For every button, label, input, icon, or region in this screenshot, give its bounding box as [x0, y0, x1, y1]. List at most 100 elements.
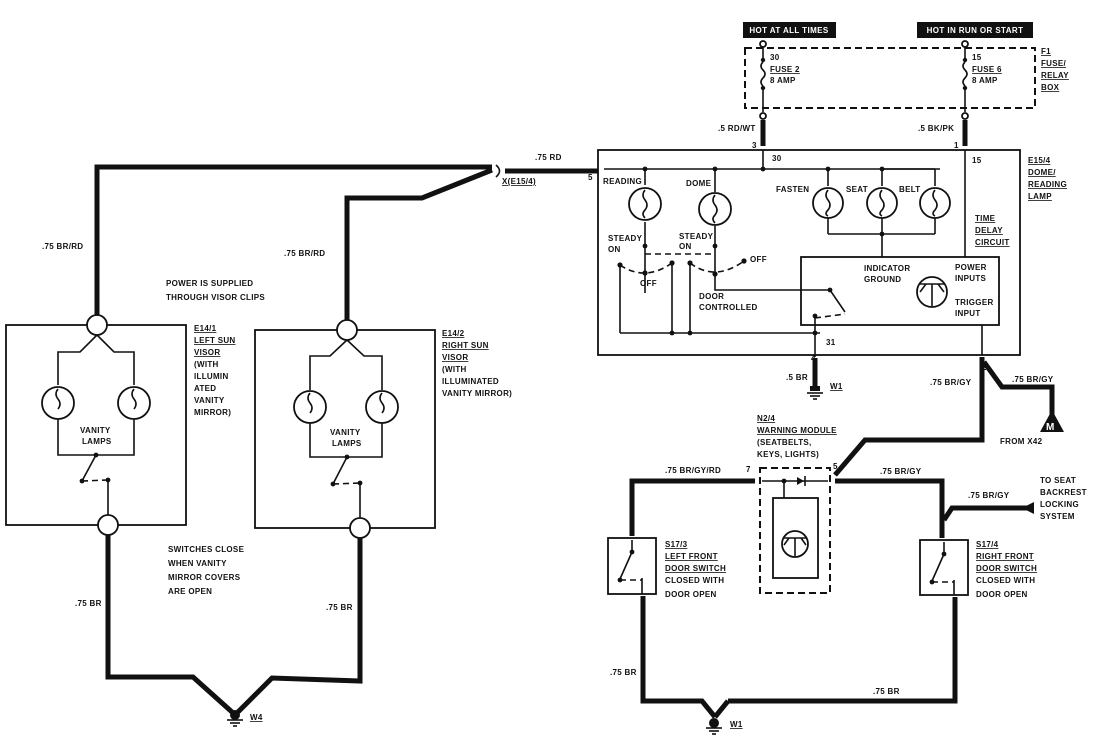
reading-lamp-bulb [628, 187, 662, 221]
right-door-switch-line4: DOOR OPEN [976, 590, 1028, 599]
right-visor-id: E14/2 [442, 329, 465, 338]
door-controlled-label-a: DOOR [699, 292, 724, 301]
right-door-switch-id: S17/4 [976, 540, 999, 549]
wire-br-rd-left-label: .75 BR/RD [42, 242, 83, 251]
right-sun-visor: VANITY LAMPS [254, 319, 436, 539]
ground-icon-w1-top [807, 386, 823, 400]
dome-lamp-label: DOME [686, 179, 712, 188]
fuse-6-symbol [962, 61, 968, 87]
fuse-6-name: FUSE 6 [972, 65, 1002, 74]
time-delay-label-2: DELAY [975, 226, 1003, 235]
time-delay-label-3: CIRCUIT [975, 238, 1010, 247]
fuse-box-name-3: BOX [1041, 83, 1060, 92]
wire-br-bottom-loop [640, 596, 958, 719]
right-vanity-label-2: LAMPS [332, 439, 362, 448]
left-vanity-label-2: LAMPS [82, 437, 112, 446]
connector-x-e15-4: X(E15/4) [502, 177, 536, 186]
header-hot-all-times-text: HOT AT ALL TIMES [749, 26, 829, 35]
left-visor-desc-3: ATED [194, 384, 216, 393]
right-door-switch-line3: CLOSED WITH [976, 576, 1035, 585]
seat-backrest-connector-icon [1022, 502, 1034, 514]
belt-lamp-bulb [919, 187, 951, 219]
left-visor-desc-2: ILLUMIN [194, 372, 229, 381]
fuse-2-top-terminal [759, 40, 767, 48]
warning-pin-7: 7 [746, 465, 751, 474]
transistor-icon [916, 276, 948, 308]
ground-icon-w1-bottom [706, 718, 722, 735]
power-note-2: THROUGH VISOR CLIPS [166, 293, 265, 302]
dome-lamp-id: E15/4 [1028, 156, 1051, 165]
dome-lamp-bulb [698, 192, 732, 226]
left-visor-desc-4: VANITY [194, 396, 225, 405]
ground-icon-w4 [227, 710, 243, 727]
wire-br-gy-seat-label: .75 BR/GY [968, 491, 1010, 500]
wire-br-left-visor-label: .75 BR [75, 599, 102, 608]
wire-br-rd-right-label: .75 BR/RD [284, 249, 325, 258]
wire-br-left-visor [105, 535, 234, 714]
fasten-label: FASTEN [776, 185, 809, 194]
wire-br-rd-left [94, 164, 492, 325]
power-note-1: POWER IS SUPPLIED [166, 279, 253, 288]
right-visor-desc-3: VANITY MIRROR) [442, 389, 512, 398]
right-vanity-lamp-2 [365, 390, 399, 424]
fuse-2-symbol [760, 61, 766, 87]
right-visor-top-clip [336, 319, 358, 341]
dome-reading-lamp: 3 30 1 15 5 READING STEADY ON DOME STEAD… [588, 141, 1021, 357]
right-visor-bottom-clip [349, 517, 371, 539]
door-controlled-label-b: CONTROLLED [699, 303, 758, 312]
wire-br-gy-right [835, 478, 945, 538]
warning-module-desc-2: KEYS, LIGHTS) [757, 450, 819, 459]
pin-5: 5 [588, 173, 593, 182]
left-door-switch-line2: DOOR SWITCH [665, 564, 726, 573]
steady-on-1-label-b: ON [608, 245, 621, 254]
warning-module-desc-1: (SEATBELTS, [757, 438, 812, 447]
pin-1: 1 [954, 141, 959, 150]
left-vanity-label-1: VANITY [80, 426, 111, 435]
off-2-label: OFF [750, 255, 767, 264]
wire-br-gy-pin2 [833, 357, 985, 477]
right-door-switch-line2: DOOR SWITCH [976, 564, 1037, 573]
ground-w1-bottom-label: W1 [730, 720, 743, 729]
motor-icon-x42: M [1040, 410, 1064, 433]
power-label: POWER [955, 263, 987, 272]
wire-br-gy-rd [629, 478, 755, 536]
wire-br-gy-pin2-label: .75 BR/GY [930, 378, 972, 387]
left-sun-visor: VANITY LAMPS [5, 314, 187, 536]
left-door-switch-line3: CLOSED WITH [665, 576, 724, 585]
fuse-6-terminal: 15 [972, 53, 982, 62]
wire-br-right-visor [236, 538, 363, 714]
fuse-2-terminal: 30 [770, 53, 780, 62]
motor-symbol-text: M [1046, 422, 1054, 433]
wire-br-gy-right-label: .75 BR/GY [880, 467, 922, 476]
right-visor-title-2: VISOR [442, 353, 468, 362]
header-hot-all-times: HOT AT ALL TIMES [743, 22, 836, 38]
steady-on-1-label-a: STEADY [608, 234, 643, 243]
off-1-label: OFF [640, 279, 657, 288]
belt-label: BELT [899, 185, 921, 194]
left-door-switch-line4: DOOR OPEN [665, 590, 717, 599]
steady-on-2-label-a: STEADY [679, 232, 714, 241]
connector-symbol [495, 164, 501, 178]
fuse-2-rating: 8 AMP [770, 76, 796, 85]
switch-note-1: SWITCHES CLOSE [168, 545, 245, 554]
ground-w1-top-label: W1 [830, 382, 843, 391]
fasten-lamp-bulb [812, 187, 844, 219]
warning-module-id: N2/4 [757, 414, 775, 423]
warning-module [759, 467, 831, 594]
inputs-label: INPUTS [955, 274, 986, 283]
diode-icon [797, 477, 804, 485]
indicator-label: INDICATOR [864, 264, 910, 273]
right-visor-desc-2: ILLUMINATED [442, 377, 499, 386]
fuse-6-top-terminal [961, 40, 969, 48]
seat-lamp-bulb [866, 187, 898, 219]
seat-backrest-1: TO SEAT [1040, 476, 1076, 485]
left-visor-desc-1: (WITH [194, 360, 219, 369]
left-visor-title-1: LEFT SUN [194, 336, 236, 345]
right-visor-title-1: RIGHT SUN [442, 341, 489, 350]
fuse-2-name: FUSE 2 [770, 65, 800, 74]
fuse-6-rating: 8 AMP [972, 76, 998, 85]
pin-31: 31 [826, 338, 836, 347]
header-hot-run-start: HOT IN RUN OR START [917, 22, 1033, 38]
warning-pin-5: 5 [833, 462, 838, 471]
time-delay-label-1: TIME [975, 214, 996, 223]
